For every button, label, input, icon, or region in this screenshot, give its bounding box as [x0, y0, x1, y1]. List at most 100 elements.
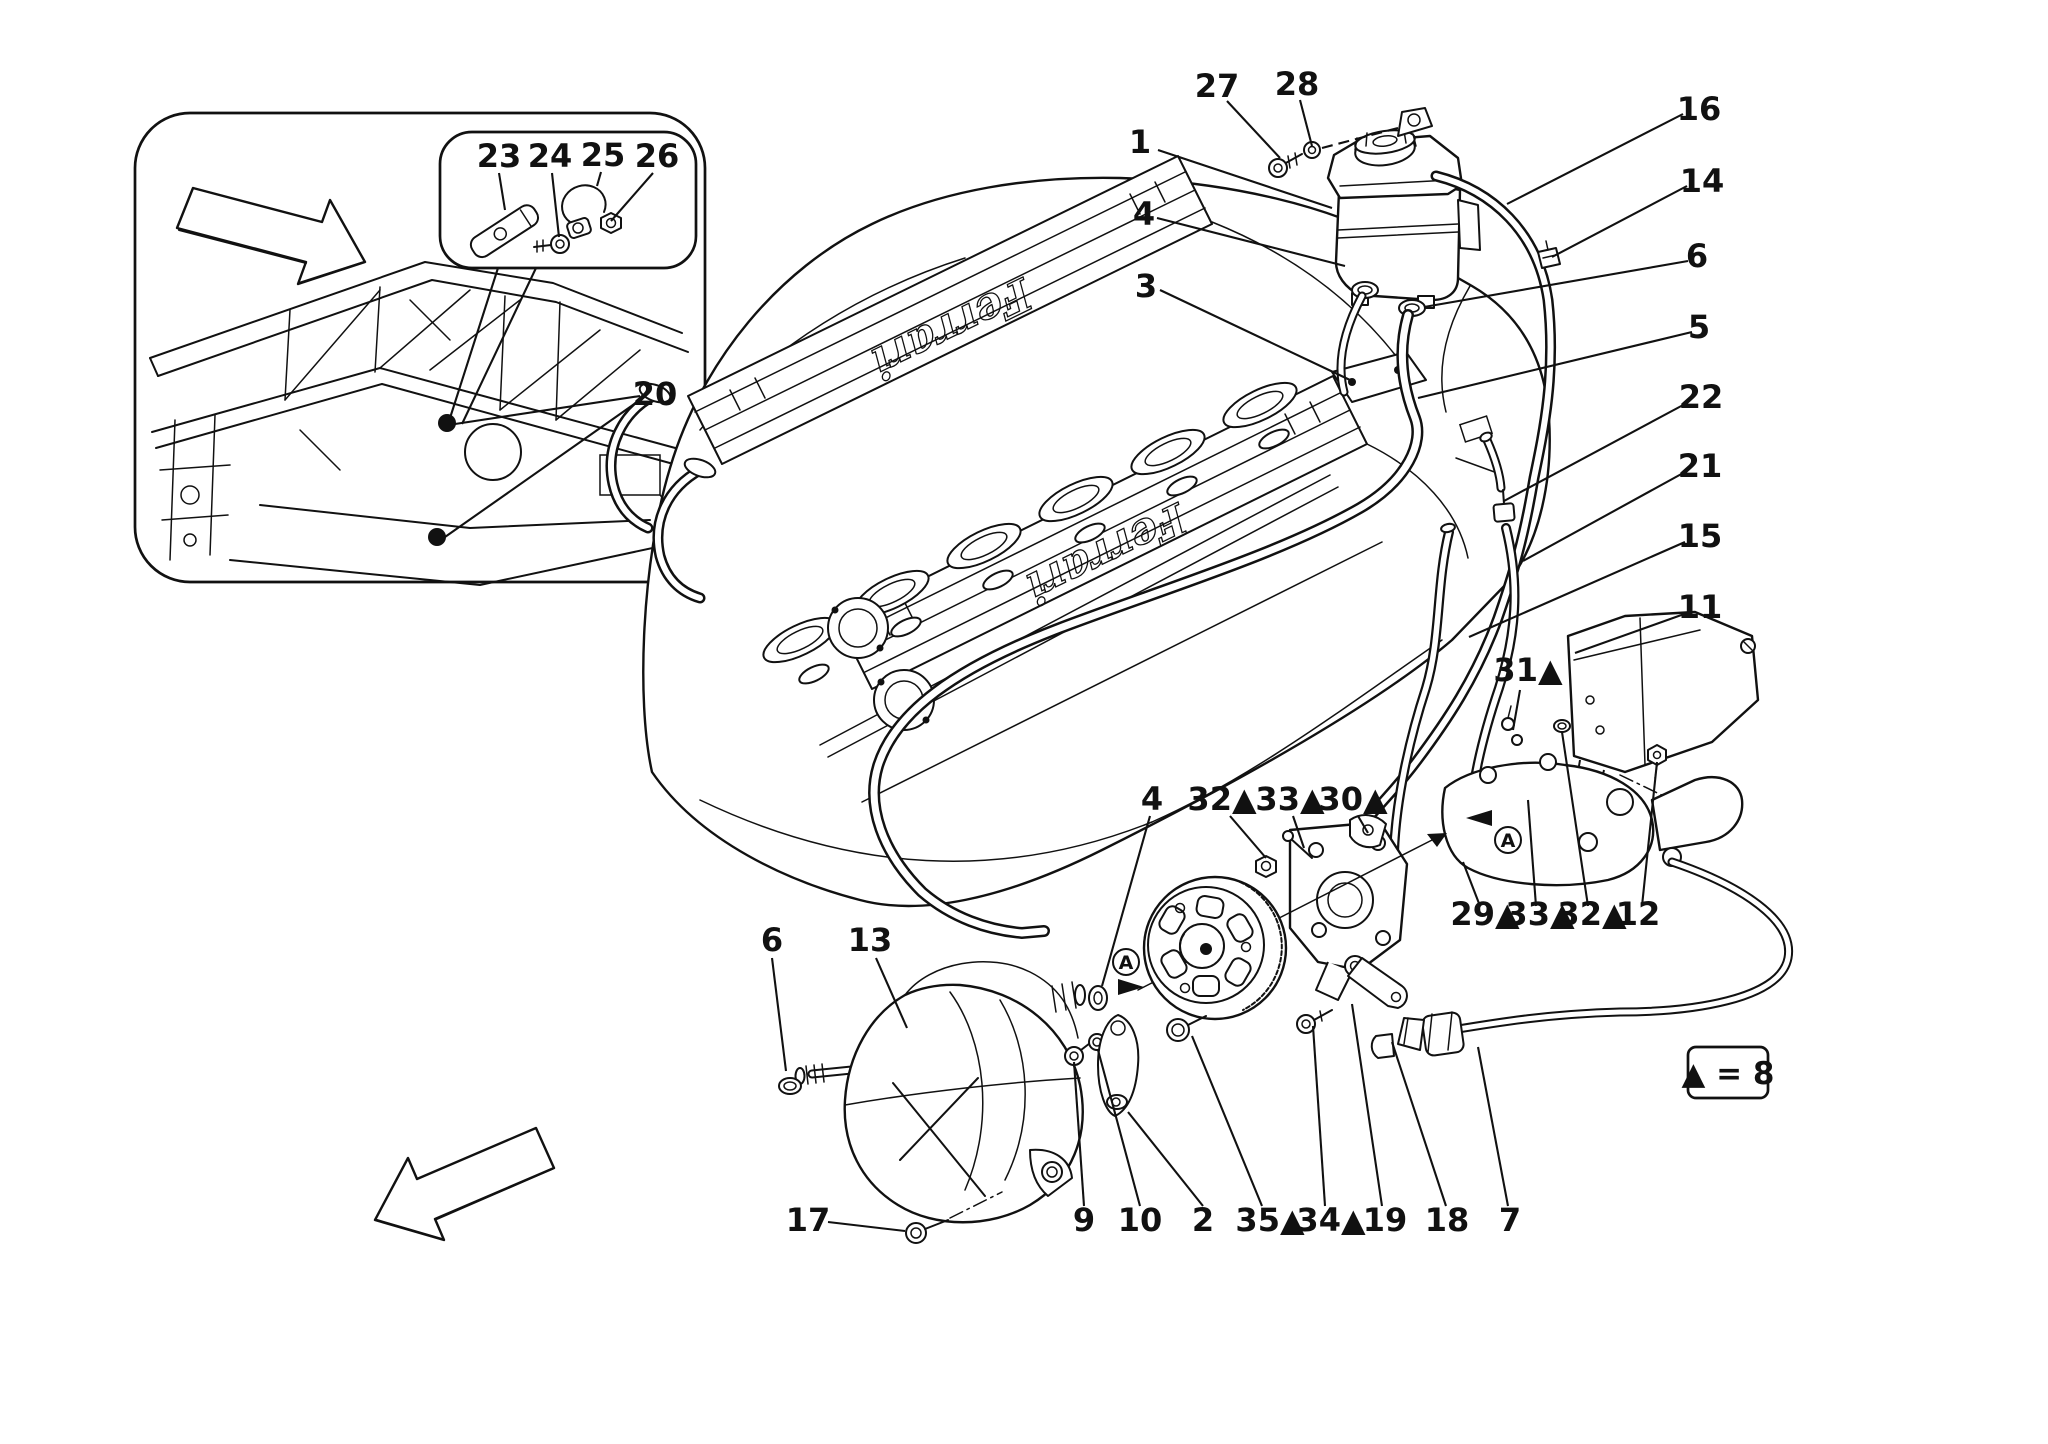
chassis-frame-art-shape — [157, 279, 689, 377]
legend-label: ▲ = 8 — [1682, 1056, 1775, 1092]
chassis-inset-shape — [133, 111, 707, 584]
intake-trumpets-shape-shape — [960, 531, 1008, 561]
engine-art-shape — [1458, 415, 1494, 443]
chassis-frame-art-shape — [284, 309, 291, 401]
steering-pump-shape — [1311, 922, 1327, 938]
direction-arrow-bottom-shape — [376, 1219, 443, 1240]
intake-trumpets-shape-shape — [1038, 475, 1114, 523]
intake-trumpets-shape-shape — [1074, 522, 1106, 544]
intake-trumpets-shape — [1038, 475, 1114, 544]
leader-16-5 — [1506, 113, 1684, 205]
chassis-frame-art-shape — [149, 357, 159, 377]
callout-17-29: 17 — [786, 1201, 831, 1239]
reservoir-cap-shape — [1412, 133, 1417, 147]
screw-34 — [1296, 1009, 1333, 1034]
chassis-frame-art-shape — [599, 454, 661, 496]
callout-24-24: 24 — [528, 137, 573, 175]
heat-shield-11-shape — [1743, 641, 1753, 651]
callout-32▲-20: 32▲ — [1557, 895, 1627, 933]
steering-pump-shape — [1375, 930, 1391, 946]
leader-32▲-15 — [1229, 815, 1267, 859]
leader-6-7 — [1423, 259, 1689, 309]
callout-5-8: 5 — [1688, 308, 1710, 346]
pulley-windows-shape — [1192, 975, 1220, 997]
detail-marker-a-pump: A — [1466, 810, 1522, 854]
leader-7-37 — [1476, 1046, 1510, 1207]
heat-shield-11-shape — [1585, 695, 1595, 705]
leader-19-35 — [1350, 1003, 1384, 1207]
screw-24 — [533, 234, 570, 254]
pump-pulley-shape — [1240, 941, 1252, 953]
chassis-frame-art-shape — [229, 539, 691, 586]
leader-lines — [444, 99, 1693, 1233]
direction-arrow-inset — [175, 186, 367, 286]
stud-33a-shape — [1289, 837, 1313, 859]
hose-coupler-shape — [1061, 983, 1067, 1011]
engine-art-shape — [861, 541, 1383, 803]
leader-21-10 — [1522, 471, 1686, 562]
screw-27-shape — [1283, 153, 1303, 165]
hose-7-end-fitting-shape — [1421, 1011, 1465, 1057]
chassis-frame-art-shape — [299, 429, 341, 471]
actuator-13-shape — [844, 1077, 1081, 1106]
intake-trumpets-shape-shape — [1236, 390, 1284, 420]
intake-trumpets-shape-shape — [1130, 428, 1206, 476]
heat-shield-11-shape — [1573, 629, 1701, 661]
reservoir-ear — [1397, 107, 1433, 137]
callout-20-22: 20 — [633, 375, 678, 413]
bracket-23 — [469, 204, 540, 259]
intake-trumpets-shape-shape — [1166, 475, 1198, 497]
grommet-6-lower-shape — [778, 1077, 802, 1095]
chassis-frame-art-shape — [151, 367, 691, 453]
pressure-hose-7 — [1296, 857, 1794, 1059]
leader-29▲-18 — [1462, 861, 1481, 907]
leader-1-0 — [1157, 149, 1333, 209]
steering-pump-shape — [1539, 753, 1557, 771]
leader-17-29 — [827, 1220, 906, 1233]
leader-33▲-16 — [1292, 815, 1305, 849]
direction-arrow-bottom-shape — [436, 1168, 553, 1220]
throttle-bodies-shape — [831, 606, 839, 614]
leader-4-1 — [1156, 216, 1346, 268]
throttle-bodies-shape — [608, 392, 658, 531]
callout-1-0: 1 — [1129, 123, 1151, 161]
intake-trumpets-shape-shape — [890, 616, 922, 638]
leader-10-31 — [1096, 1049, 1142, 1207]
leader-23-23 — [497, 172, 507, 211]
chassis-frame-art-shape — [284, 289, 381, 401]
leader-32▲-20 — [1560, 731, 1590, 907]
actuator-13-shape — [821, 1063, 825, 1083]
chassis-frame-art-shape — [429, 299, 521, 371]
callout-13-28: 13 — [848, 921, 893, 959]
cam-cover-lower-shape — [844, 392, 1341, 639]
union-screw-12-shape — [1652, 750, 1662, 760]
callout-10-31: 10 — [1118, 1201, 1163, 1239]
steering-pump-shape — [1479, 766, 1497, 784]
screw-27 — [1268, 152, 1303, 178]
pressure-hose-7-shape — [1447, 857, 1794, 1035]
clamp-25-shape — [566, 217, 592, 239]
engine-art-shape — [699, 799, 1153, 862]
intake-trumpets-shape — [946, 522, 1022, 591]
washer-bolt-31 — [1501, 705, 1523, 746]
ring-32b — [1553, 719, 1571, 733]
actuator-13-shape — [813, 1064, 817, 1084]
intake-trumpets-shape-shape — [1052, 484, 1100, 514]
reservoir-assembly-shape — [1407, 113, 1421, 127]
hose-coupler — [1051, 981, 1086, 1013]
pulley-windows — [1158, 895, 1254, 997]
cam-cover-lower-shape — [1284, 413, 1296, 435]
callout-6-27: 6 — [761, 921, 783, 959]
connector-22-shape — [1492, 502, 1516, 523]
hose-7-end-fitting-shape — [1427, 1013, 1433, 1053]
cam-cover-upper-shape — [704, 189, 1196, 431]
grommet-20b — [428, 528, 446, 546]
callout-22-9: 22 — [1679, 378, 1724, 416]
callout-3-2: 3 — [1135, 267, 1157, 305]
detail-marker-a-pulley: A — [1112, 948, 1144, 995]
actuator-13-shape — [1041, 1161, 1063, 1183]
actuator-13-shape — [892, 1082, 986, 1197]
pressure-hose-7-shape — [1449, 859, 1792, 1033]
callout-4-1: 4 — [1133, 195, 1155, 233]
callout-29▲-18: 29▲ — [1450, 895, 1520, 933]
